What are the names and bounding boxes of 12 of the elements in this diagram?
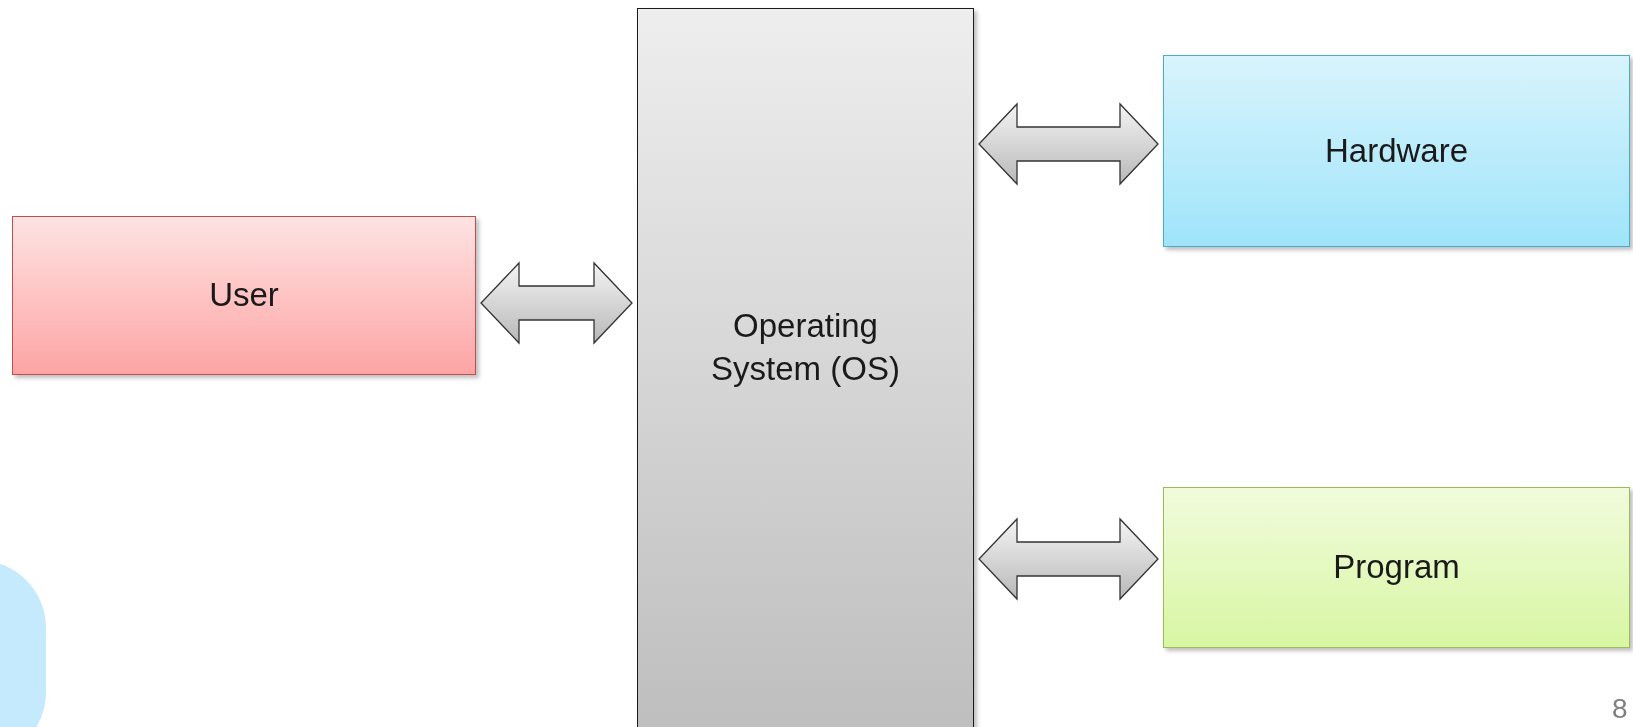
process-box [637, 8, 974, 727]
box-label: User [209, 275, 279, 316]
process-box [1163, 487, 1630, 648]
box-label: Operating System (OS) [710, 306, 901, 389]
box-label: Program [1333, 547, 1460, 588]
double-arrow [978, 517, 1159, 601]
process-box [12, 216, 476, 375]
process-box [1163, 55, 1630, 247]
double-arrow [480, 261, 633, 345]
box-label: Hardware [1324, 130, 1469, 171]
double-arrow [978, 102, 1159, 186]
page-number: 8 [1612, 692, 1628, 726]
